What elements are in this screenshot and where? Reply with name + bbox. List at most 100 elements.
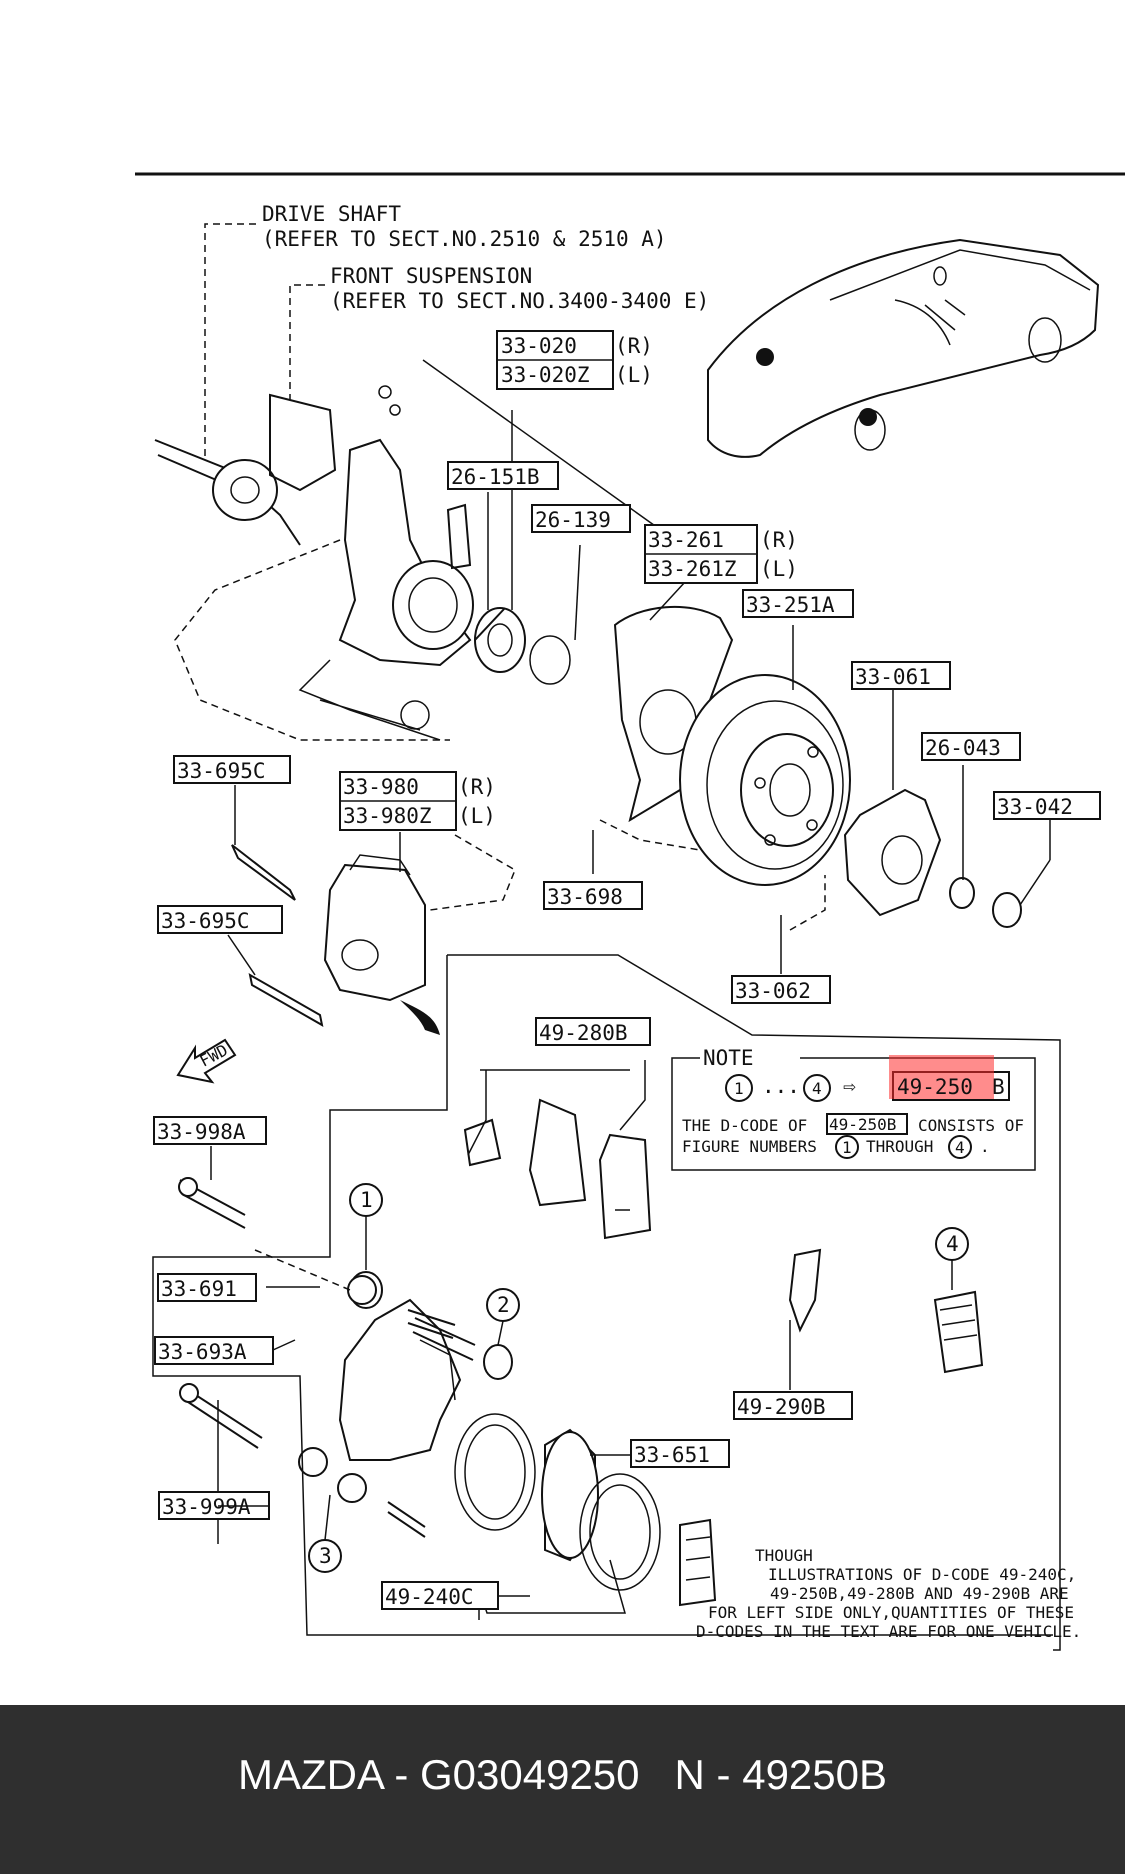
svg-text:(R): (R) [615, 334, 653, 358]
svg-text:33-999A: 33-999A [162, 1495, 251, 1519]
svg-text:49-250B,49-280B AND 49-290B AR: 49-250B,49-280B AND 49-290B ARE [770, 1584, 1069, 1603]
svg-text:(L): (L) [615, 363, 653, 387]
footnote: THOUGH ILLUSTRATIONS OF D-CODE 49-240C, … [696, 1546, 1081, 1641]
steering-knuckle [154, 385, 474, 741]
svg-text:1: 1 [734, 1079, 744, 1098]
label-33-980: 33-980 33-980Z (R) (L) [339, 771, 496, 831]
svg-text:33-698: 33-698 [547, 885, 623, 909]
svg-text:33-998A: 33-998A [157, 1120, 246, 1144]
label-49-290b: 49-290B [733, 1391, 853, 1420]
callout-3: 3 [319, 1544, 332, 1568]
callout-4: 4 [946, 1232, 959, 1256]
piston-seal [454, 1413, 536, 1531]
svg-text:49-250B: 49-250B [829, 1115, 896, 1134]
front-suspension-label: FRONT SUSPENSION [330, 264, 532, 288]
label-26-151b: 26-151B [447, 461, 559, 490]
pad-kit-4 [933, 1290, 984, 1374]
label-49-280b: 49-280B [535, 1017, 651, 1046]
svg-text:26-043: 26-043 [925, 736, 1001, 760]
svg-text:33-042: 33-042 [997, 795, 1073, 819]
label-33-062: 33-062 [731, 975, 831, 1004]
caliper-bracket-upper [323, 854, 426, 1002]
svg-text:FIGURE NUMBERS: FIGURE NUMBERS [682, 1137, 817, 1156]
svg-text:NOTE: NOTE [703, 1046, 754, 1070]
rotation-arrow [400, 1000, 440, 1035]
svg-text:26-151B: 26-151B [451, 465, 540, 489]
brake-assembly-diagram: DRIVE SHAFT (REFER TO SECT.NO.2510 & 251… [135, 172, 1125, 1651]
svg-text:26-139: 26-139 [535, 508, 611, 532]
label-33-999a: 33-999A [158, 1491, 270, 1520]
label-33-020: 33-020 33-020Z (R) (L) [496, 330, 653, 390]
svg-text:(R): (R) [458, 775, 496, 799]
anti-squeal-shim [788, 1248, 822, 1333]
fwd-arrow: FWD [176, 1038, 237, 1084]
label-33-651: 33-651 [630, 1439, 730, 1468]
svg-text:33-020: 33-020 [501, 334, 577, 358]
label-33-261: 33-261 33-261Z (R) (L) [644, 524, 798, 584]
svg-text:4: 4 [812, 1079, 822, 1098]
dust-shield [613, 605, 734, 823]
drive-shaft-ref: (REFER TO SECT.NO.2510 & 2510 A) [262, 227, 667, 251]
svg-text:33-695C: 33-695C [177, 759, 266, 783]
svg-text:(L): (L) [458, 804, 496, 828]
svg-text:CONSISTS OF: CONSISTS OF [918, 1116, 1024, 1135]
part-footer: MAZDA - G03049250 N - 49250B [0, 1705, 1125, 1874]
svg-text:33-061: 33-061 [855, 665, 931, 689]
note-target-code: 49-250 [897, 1075, 973, 1099]
svg-text:33-980: 33-980 [343, 775, 419, 799]
svg-text:...: ... [762, 1074, 800, 1098]
part-footer-text: MAZDA - G03049250 N - 49250B [237, 1751, 888, 1798]
svg-text:33-062: 33-062 [735, 979, 811, 1003]
front-suspension-ref: (REFER TO SECT.NO.3400-3400 E) [330, 289, 709, 313]
label-33-695c: 33-695C [157, 905, 283, 934]
svg-text:33-261: 33-261 [648, 528, 724, 552]
svg-text:33-251A: 33-251A [746, 593, 835, 617]
shim-upper [231, 844, 296, 901]
svg-text:49-240C: 49-240C [385, 1585, 474, 1609]
svg-text:ILLUSTRATIONS OF D-CODE 49-240: ILLUSTRATIONS OF D-CODE 49-240C, [768, 1565, 1076, 1584]
svg-text:33-691: 33-691 [161, 1277, 237, 1301]
svg-text:33-693A: 33-693A [158, 1340, 247, 1364]
piston-boot [579, 1473, 661, 1591]
car-location-sketch [707, 238, 1100, 458]
shim-lower [248, 973, 324, 1027]
svg-text:33-980Z: 33-980Z [343, 804, 432, 828]
label-49-240c: 49-240C [381, 1581, 499, 1610]
svg-text:33-261Z: 33-261Z [648, 557, 737, 581]
pin-3 [387, 1501, 426, 1538]
drive-shaft-label: DRIVE SHAFT [262, 202, 401, 226]
part-number: G03049250 [419, 1751, 640, 1798]
svg-text:49-290B: 49-290B [737, 1395, 826, 1419]
callout-2: 2 [497, 1293, 510, 1317]
label-33-042: 33-042 [993, 791, 1101, 820]
svg-text:33-695C: 33-695C [161, 909, 250, 933]
hub-flange [843, 788, 1022, 928]
brand-name: MAZDA [237, 1751, 383, 1798]
brake-pads [463, 1098, 652, 1240]
svg-text:THOUGH: THOUGH [755, 1546, 813, 1565]
label-33-698: 33-698 [543, 881, 643, 910]
svg-text:THROUGH: THROUGH [866, 1137, 933, 1156]
svg-text:4: 4 [955, 1138, 965, 1157]
label-33-691: 33-691 [157, 1273, 257, 1302]
svg-text:(R): (R) [760, 528, 798, 552]
svg-text:(L): (L) [760, 557, 798, 581]
piston [541, 1428, 599, 1562]
svg-text:FWD: FWD [196, 1040, 230, 1070]
label-33-998a: 33-998A [153, 1116, 267, 1145]
svg-text:THE D-CODE OF: THE D-CODE OF [682, 1116, 807, 1135]
svg-text:49-280B: 49-280B [539, 1021, 628, 1045]
svg-text:FOR LEFT SIDE ONLY,QUANTITIES: FOR LEFT SIDE ONLY,QUANTITIES OF THESE [708, 1603, 1074, 1622]
label-33-251a: 33-251A [742, 589, 854, 618]
callout-1: 1 [360, 1188, 373, 1212]
highlighted-part-code [889, 1055, 994, 1099]
pin-1 [407, 1309, 456, 1339]
label-26-139: 26-139 [531, 504, 631, 533]
d-code: 49250B [742, 1751, 888, 1798]
caliper-pad-lower [679, 1518, 717, 1607]
svg-text:B: B [992, 1075, 1005, 1099]
svg-text:1: 1 [842, 1138, 852, 1157]
svg-text:33-020Z: 33-020Z [501, 363, 590, 387]
label-26-043: 26-043 [921, 732, 1021, 761]
note-box: NOTE 1 ... 4 ⇨ 49-250 B THE D-CODE OF 49… [671, 1046, 1036, 1171]
